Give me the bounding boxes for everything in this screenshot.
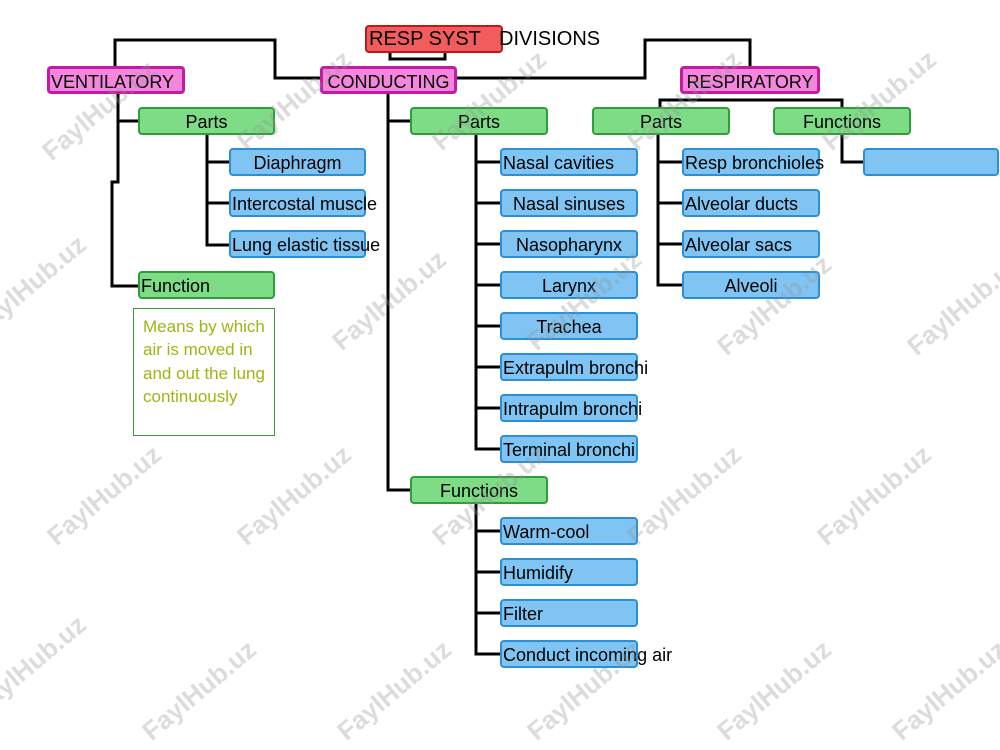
conducting-function-item: Conduct incoming air xyxy=(500,640,672,668)
conducting-parts-node: Parts xyxy=(410,107,548,135)
title-boxed-text: RESP SYST xyxy=(369,28,481,50)
ventilatory-part-item: Diaphragm xyxy=(229,148,366,176)
ventilatory-function-node: Function xyxy=(138,271,275,299)
conducting-part-item: Larynx xyxy=(500,271,638,299)
conducting-function-item: Humidify xyxy=(500,558,638,586)
conducting-part-item: Nasal sinuses xyxy=(500,189,638,217)
ventilatory-part-item: Lung elastic tissue xyxy=(229,230,380,258)
conducting-function-item: Filter xyxy=(500,599,638,627)
title-box: RESP SYST xyxy=(365,25,503,53)
conducting-part-item: Extrapulm bronchi xyxy=(500,353,648,381)
conducting-part-item: Nasopharynx xyxy=(500,230,638,258)
ventilatory-division: VENTILATORY xyxy=(47,66,185,94)
conducting-part-item: Nasal cavities xyxy=(500,148,638,176)
conducting-functions-node: Functions xyxy=(410,476,548,504)
ventilatory-function-description: Means by which air is moved in and out t… xyxy=(133,308,275,436)
respiratory-functions-node: Functions xyxy=(773,107,911,135)
respiratory-part-item: Alveolar ducts xyxy=(682,189,820,217)
respiratory-part-item: Alveolar sacs xyxy=(682,230,820,258)
ventilatory-parts-node: Parts xyxy=(138,107,275,135)
respiratory-function-item xyxy=(863,148,999,176)
conducting-part-item: Terminal bronchi xyxy=(500,435,638,463)
respiratory-parts-node: Parts xyxy=(592,107,730,135)
conducting-part-item: Intrapulm bronchi xyxy=(500,394,642,422)
conducting-function-item: Warm-cool xyxy=(500,517,638,545)
ventilatory-part-item: Intercostal muscle xyxy=(229,189,377,217)
respiratory-division: RESPIRATORY xyxy=(680,66,820,94)
respiratory-part-item: Alveoli xyxy=(682,271,820,299)
respiratory-part-item: Resp bronchioles xyxy=(682,148,824,176)
conducting-division: CONDUCTING xyxy=(320,66,457,94)
conducting-part-item: Trachea xyxy=(500,312,638,340)
title-rest-text: DIVISIONS xyxy=(499,28,601,50)
